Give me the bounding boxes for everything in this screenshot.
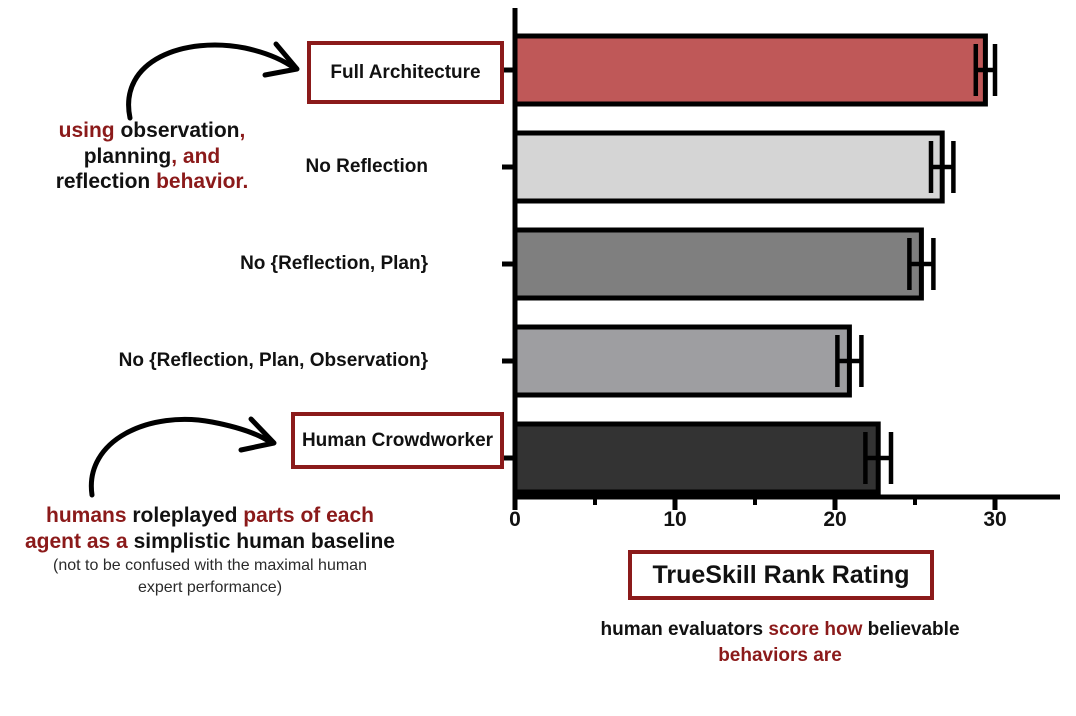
chart-caption: human evaluators score how believable be… — [540, 617, 1020, 668]
anno-top-l2b: , and — [171, 144, 221, 168]
highlighted-category-human-crowdworker[interactable]: Human Crowdworker — [291, 412, 504, 469]
bar-4 — [512, 421, 881, 495]
annotation-top-line1: using observation, — [6, 118, 298, 144]
anno-top-l3b: behavior. — [150, 170, 249, 194]
anno-top-l2a: planning — [83, 144, 172, 168]
bar-0 — [512, 33, 988, 107]
annotation-bottom-line1: humans roleplayed parts of each — [0, 503, 420, 529]
anno-bot-l1a: humans — [46, 504, 133, 527]
annotation-bottom-line2: agent as a simplistic human baseline — [0, 529, 420, 555]
axis-title-box: TrueSkill Rank Rating — [628, 550, 934, 600]
anno-top-l1c: , — [239, 119, 246, 142]
error-bar-2 — [907, 238, 936, 290]
anno-bot-l1c: parts of each — [237, 504, 374, 527]
annotation-top: using observation, planning, and reflect… — [6, 118, 298, 195]
category-label-2: No {Reflection, Plan} — [240, 253, 428, 274]
category-label-3: No {Reflection, Plan, Observation} — [118, 350, 428, 371]
caption-part3: believable — [867, 619, 960, 640]
error-bar-1 — [928, 141, 956, 193]
annotation-bottom: humans roleplayed parts of each agent as… — [0, 503, 420, 598]
x-tick-label-0: 0 — [509, 508, 521, 531]
x-tick-label-3: 30 — [983, 508, 1007, 531]
error-bar-4 — [863, 432, 894, 484]
caption-line2: behaviors are — [540, 643, 1020, 669]
error-bar-3 — [835, 335, 864, 387]
highlighted-category-full-architecture[interactable]: Full Architecture — [307, 41, 504, 104]
caption-part2: score how — [763, 619, 868, 640]
axis-title-text: TrueSkill Rank Rating — [652, 560, 910, 589]
annotation-top-line3: reflection behavior. — [6, 169, 298, 195]
anno-top-l3a: reflection — [55, 170, 151, 194]
x-tick-label-2: 20 — [823, 508, 847, 531]
x-tick-label-1: 10 — [663, 508, 687, 531]
anno-bot-l4: expert performance) — [137, 579, 283, 597]
bar-1 — [512, 130, 945, 204]
anno-bot-l2b: simplistic human baseline — [133, 529, 395, 553]
caption-part1: human evaluators — [600, 619, 764, 640]
caption-part4: behaviors are — [718, 644, 842, 666]
anno-top-l1b: observation — [120, 119, 240, 142]
category-label-text: Full Architecture — [330, 61, 481, 83]
error-bar-0 — [973, 44, 998, 96]
annotation-top-line2: planning, and — [6, 144, 298, 170]
bar-3 — [512, 324, 852, 398]
bar-2 — [512, 227, 924, 301]
category-label-text: Human Crowdworker — [301, 429, 494, 451]
anno-top-l1a: using — [58, 119, 121, 142]
category-label-1: No Reflection — [305, 156, 428, 177]
anno-bot-l1b: roleplayed — [132, 504, 238, 527]
caption-line1: human evaluators score how believable — [540, 617, 1020, 643]
category-label-group: No Reflection No {Reflection, Plan} No {Re… — [0, 0, 504, 540]
anno-bot-l2a: agent as a — [25, 529, 134, 553]
anno-bot-l3: (not to be confused with the maximal hum… — [53, 557, 367, 575]
